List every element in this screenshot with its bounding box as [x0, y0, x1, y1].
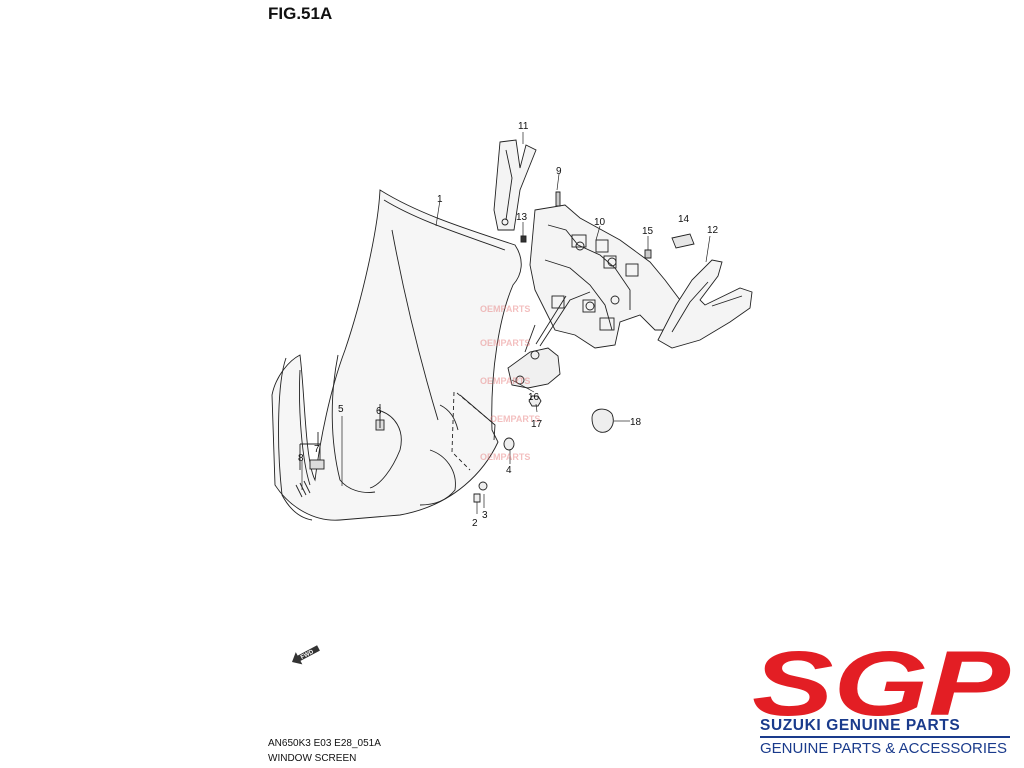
- stay-bracket-10-drawing: [529, 204, 681, 349]
- washer-3-drawing: [478, 481, 488, 491]
- cushion-14-drawing: [671, 233, 695, 249]
- callout-15: 15: [642, 226, 654, 237]
- callout-17: 17: [531, 419, 543, 430]
- watermark-4: OEMPARTS: [490, 414, 540, 424]
- callout-3: 3: [482, 510, 488, 521]
- callout-12: 12: [707, 225, 719, 236]
- logo-brand-name: SUZUKI GENUINE PARTS: [760, 717, 961, 734]
- screw-15-drawing: [644, 249, 652, 259]
- callout-16: 16: [528, 392, 540, 403]
- screw-2-drawing: [473, 493, 481, 503]
- window-screen-drawing: [271, 189, 522, 521]
- callout-10: 10: [594, 217, 606, 228]
- callout-14: 14: [678, 214, 690, 225]
- diagram-code: AN650K3 E03 E28_051A: [268, 738, 381, 749]
- cover-12-drawing: [657, 259, 753, 349]
- fwd-arrow-icon: FWD: [292, 645, 320, 665]
- figure-title: FIG.51A: [268, 4, 333, 23]
- watermark-5: OEMPARTS: [480, 452, 530, 462]
- watermark-2: OEMPARTS: [480, 338, 530, 348]
- diagram-name: WINDOW SCREEN: [268, 753, 357, 764]
- logo-tagline: GENUINE PARTS & ACCESSORIES: [760, 740, 1008, 757]
- nut-17-drawing: [528, 395, 542, 407]
- grommet-4-drawing: [503, 437, 515, 451]
- callout-2: 2: [472, 518, 478, 529]
- callout-11: 11: [518, 121, 529, 132]
- callout-13: 13: [516, 212, 528, 223]
- callout-1: 1: [437, 194, 443, 205]
- callout-8: 8: [298, 453, 304, 464]
- sgp-logo-icon: SGP: [752, 633, 1011, 735]
- callout-9: 9: [556, 166, 562, 177]
- callout-7: 7: [314, 444, 320, 455]
- motor-16-drawing: [507, 291, 591, 389]
- bolt-9-drawing: [555, 191, 561, 207]
- watermark-1: OEMPARTS: [480, 304, 530, 314]
- screw-13-drawing: [520, 235, 527, 243]
- logo-divider: [760, 736, 1010, 738]
- callout-5: 5: [338, 404, 344, 415]
- bracket-11-drawing: [493, 139, 537, 231]
- clip-18-drawing: [591, 408, 614, 433]
- callout-6: 6: [376, 406, 382, 417]
- sgp-logo-letters: SGP: [752, 633, 1011, 735]
- callout-18: 18: [630, 417, 642, 428]
- callout-4: 4: [506, 465, 512, 476]
- watermark-3: OEMPARTS: [480, 376, 530, 386]
